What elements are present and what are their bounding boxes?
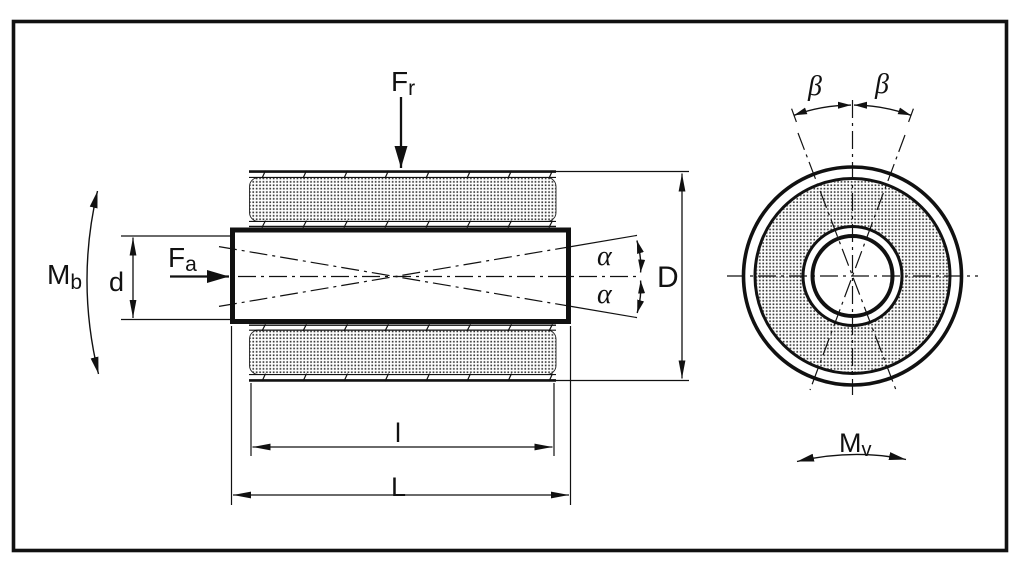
bending-moment-label: Mb [47, 259, 82, 294]
dim-L-label: L [391, 472, 406, 502]
alpha-fan-upper [570, 234, 638, 248]
alpha-angle-arc-lower [636, 280, 646, 314]
dim-D-label: D [657, 261, 679, 294]
torsion-moment: Mv [796, 428, 907, 463]
axial-force-label: Fa [168, 242, 197, 276]
elastomer-top [249, 177, 557, 222]
axial-force: Fa [168, 242, 229, 283]
dim-D: D [556, 170, 689, 382]
dim-L: L [230, 326, 572, 505]
dim-l: l [250, 383, 555, 456]
tilted-axis-line-up [218, 246, 572, 307]
beta-angle-label-left: β [807, 71, 822, 102]
radial-force: Fr [391, 66, 415, 168]
dim-d-label: d [109, 267, 124, 297]
beta-fan-line-right [809, 134, 906, 391]
torsion-moment-label: Mv [839, 428, 872, 461]
outer-sleeve-bottom [249, 373, 556, 382]
alpha-angle-arc-upper [636, 240, 646, 273]
radial-force-label: Fr [391, 66, 415, 100]
bending-moment: Mb [47, 190, 100, 375]
sleeve-ticks [261, 220, 554, 228]
elastomer-bottom [249, 329, 557, 375]
dim-l-label: l [395, 418, 401, 448]
side-view: α α Fr Fa Mb d [47, 66, 689, 505]
beta-angle-arc-left [793, 101, 852, 116]
inner-sleeve-bottom [249, 323, 556, 332]
sleeve-ticks [261, 170, 554, 179]
beta-angle-label-right: β [874, 69, 889, 100]
sleeve-ticks [261, 323, 554, 332]
torsion-moment-arc [796, 452, 907, 463]
front-view: β β Mv [727, 69, 978, 463]
beta-angle-arc-right [853, 101, 912, 116]
inner-sleeve-top [249, 220, 556, 228]
dim-d: d [109, 235, 232, 321]
sleeve-ticks [261, 373, 554, 382]
alpha-angle-label-upper: α [597, 241, 613, 272]
beta-fan-line-left [797, 132, 897, 391]
bending-moment-arc [86, 190, 100, 375]
beta-arc-tick-left [791, 108, 797, 123]
alpha-angle-label-lower: α [597, 279, 613, 310]
alpha-fan-lower [570, 305, 638, 319]
beta-arc-tick-right [908, 108, 914, 123]
outer-sleeve-top [249, 170, 556, 179]
shaft-tube [230, 227, 571, 324]
